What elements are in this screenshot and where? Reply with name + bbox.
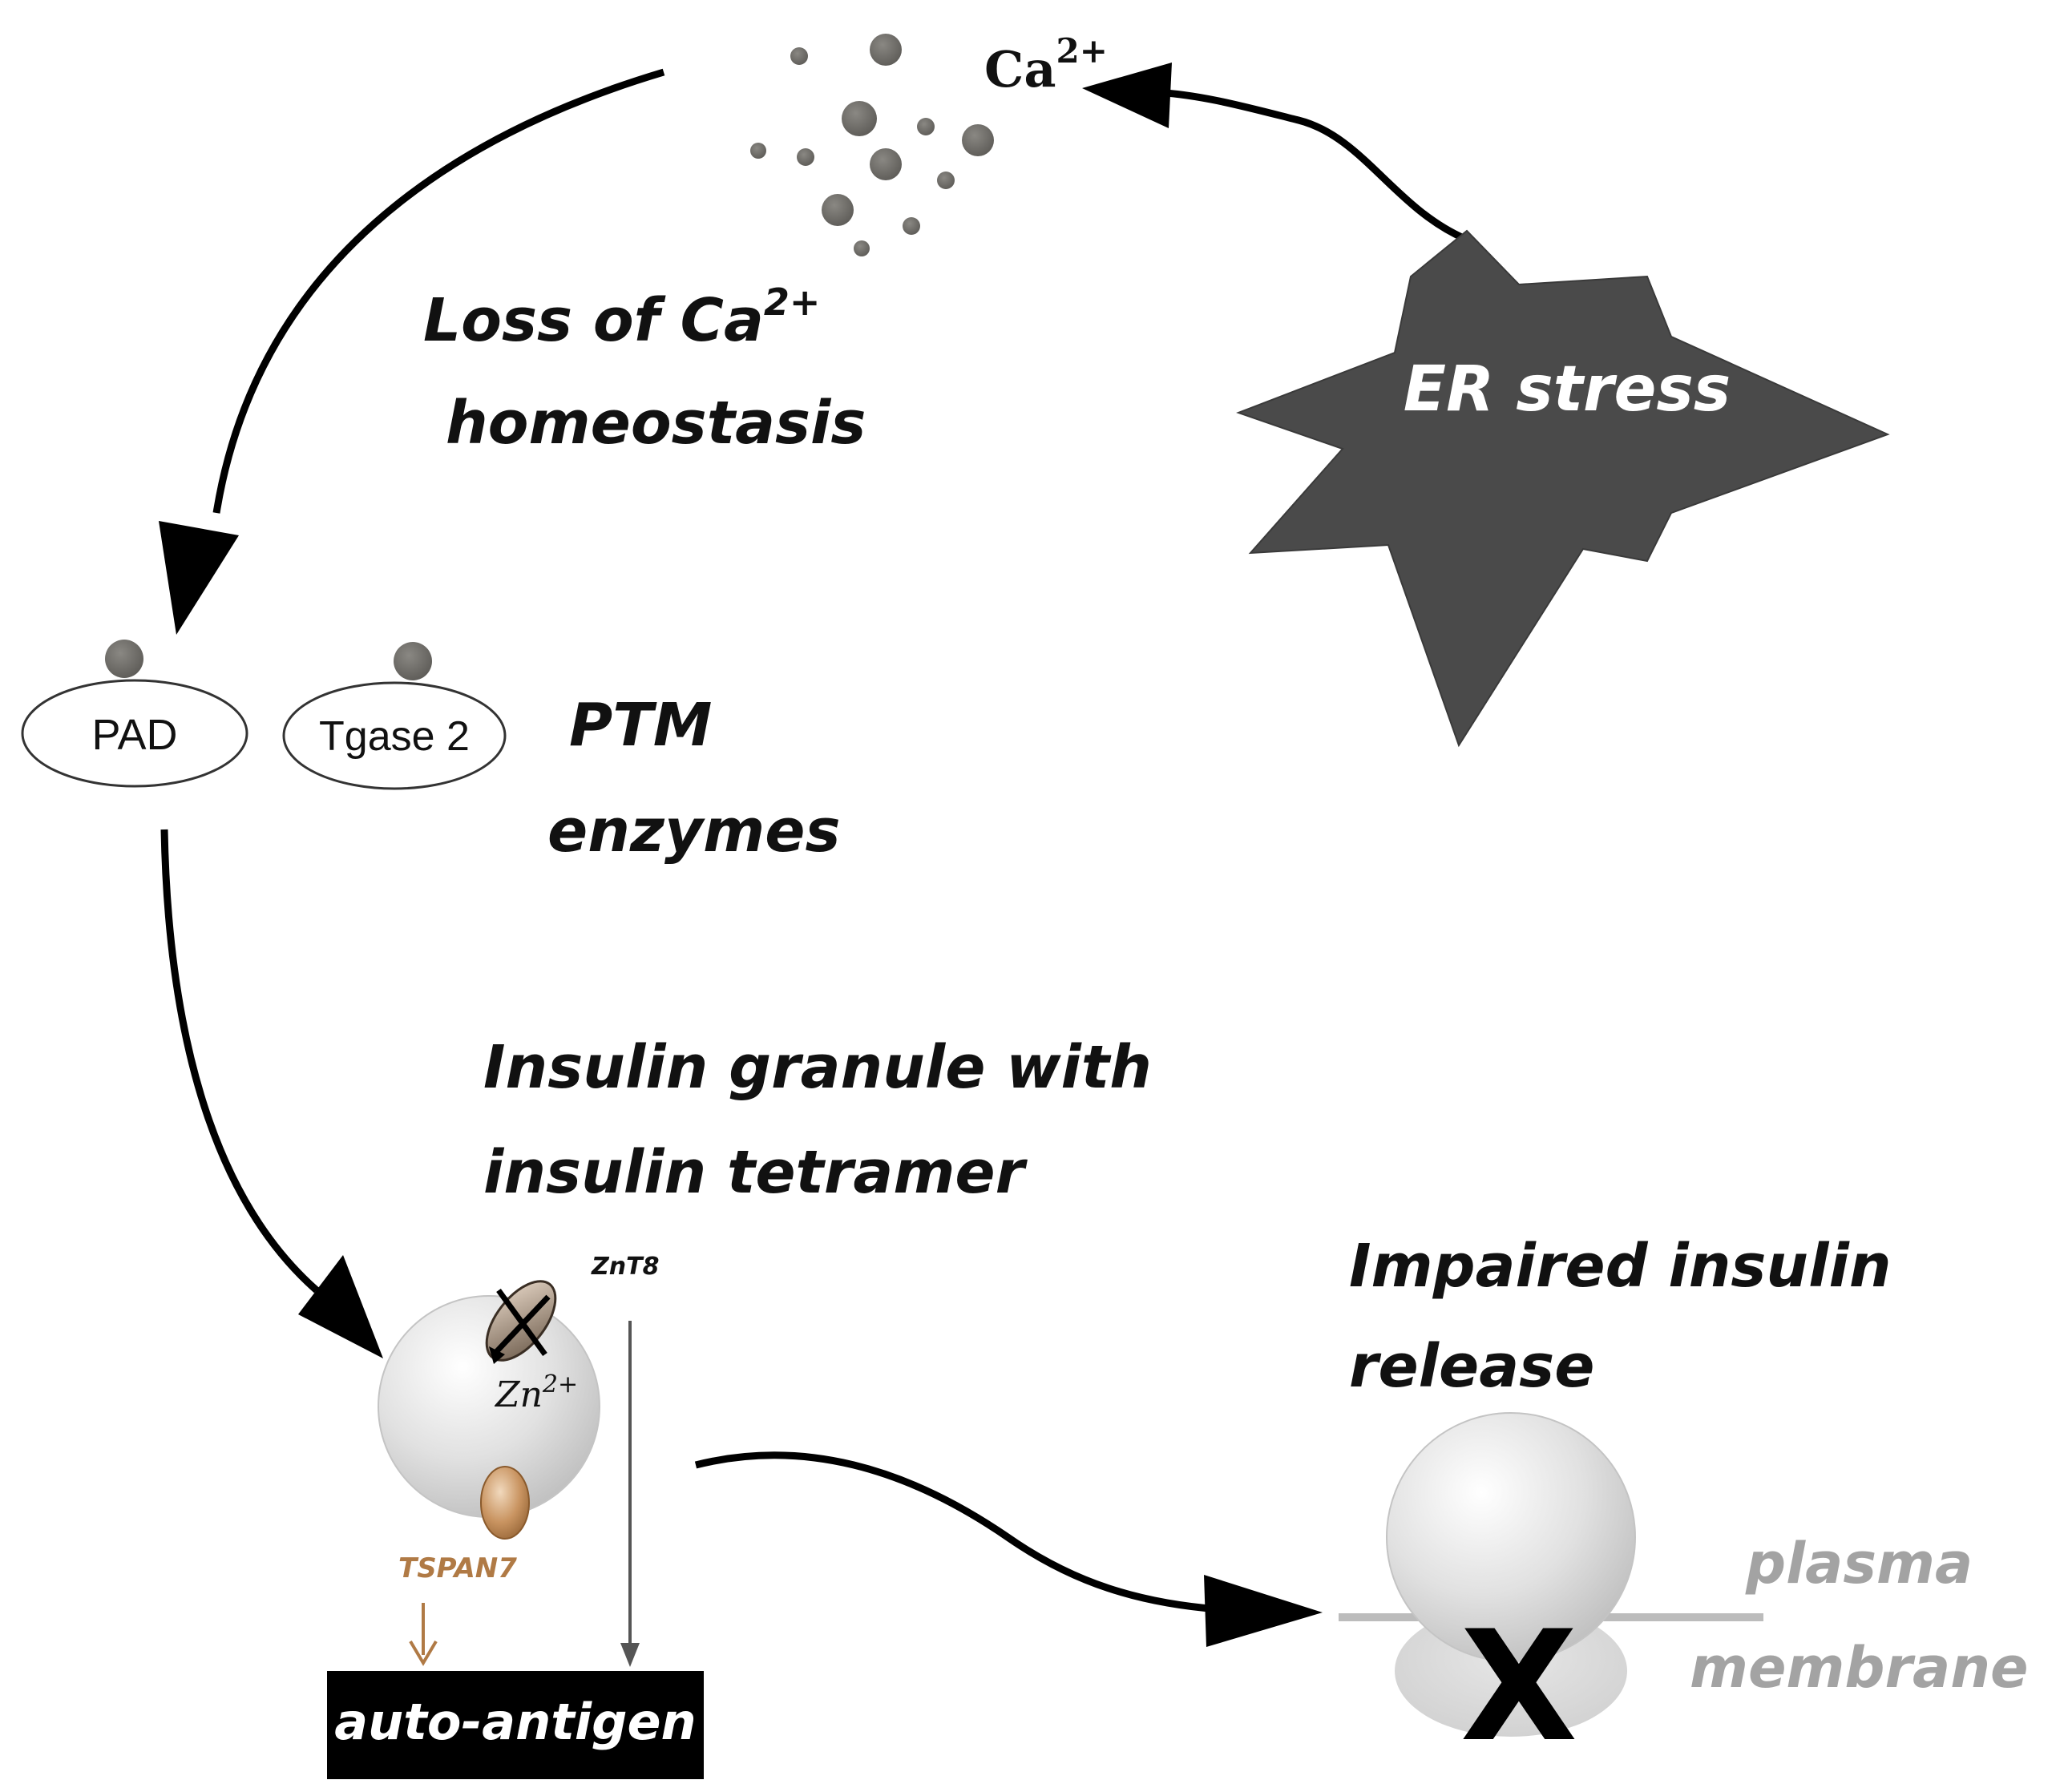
plasma-membrane-label-line1: plasma bbox=[1745, 1531, 1973, 1596]
pad-ellipse bbox=[21, 679, 248, 788]
homeostasis-label: homeostasis bbox=[446, 389, 866, 458]
release-title-line2: release bbox=[1349, 1332, 1594, 1401]
er-stress-label: ER stress bbox=[1404, 353, 1731, 426]
calcium-ion bbox=[870, 148, 902, 180]
er-to-calcium-arrowhead bbox=[1082, 63, 1172, 128]
auto-antigen-box: auto-antigen bbox=[327, 1671, 704, 1779]
granule-to-release-arrow bbox=[694, 1451, 1219, 1613]
enzymes-label: enzymes bbox=[547, 797, 841, 866]
calcium-ion bbox=[822, 194, 854, 226]
zinc-superscript: 2+ bbox=[542, 1370, 578, 1398]
tgase2-label: Tgase 2 bbox=[319, 713, 470, 760]
pad-calcium-ion bbox=[105, 640, 143, 678]
tspan7-protein bbox=[480, 1466, 530, 1540]
calcium-ion bbox=[962, 124, 994, 156]
tgase2-enzyme: Tgase 2 bbox=[282, 642, 507, 790]
znt8-channel bbox=[485, 1280, 557, 1364]
calcium-ion bbox=[842, 101, 877, 136]
pad-to-granule-arrowhead bbox=[298, 1255, 383, 1358]
auto-antigen-label: auto-antigen bbox=[334, 1693, 696, 1751]
calcium-to-pad-arrowhead bbox=[159, 521, 239, 635]
znt8-label: ZnT8 bbox=[591, 1253, 659, 1281]
znt8-block-mark bbox=[493, 1294, 551, 1355]
ptm-label: PTM bbox=[569, 691, 712, 760]
pad-enzyme: PAD bbox=[21, 640, 248, 788]
auto-antigen-background bbox=[327, 1671, 704, 1779]
tspan7-label: TSPAN7 bbox=[398, 1552, 517, 1584]
plasma-membrane-label-line2: membrane bbox=[1690, 1635, 2029, 1701]
granule-to-release-arrowhead bbox=[1204, 1575, 1323, 1647]
calcium-ion bbox=[870, 34, 902, 66]
pad-to-granule-arrow bbox=[160, 829, 319, 1294]
calcium-ion bbox=[917, 118, 935, 135]
er-to-calcium-arrow bbox=[1153, 88, 1467, 243]
calcium-superscript: 2+ bbox=[1056, 31, 1108, 71]
calcium-ion bbox=[854, 240, 870, 256]
loss-of-calcium-label: Loss of Ca2+ bbox=[423, 281, 820, 355]
calcium-ion bbox=[903, 217, 920, 235]
tspan7-to-antigen-arrowhead bbox=[409, 1640, 438, 1666]
docked-granule: X bbox=[1339, 1412, 1763, 1775]
calcium-ion bbox=[790, 47, 808, 65]
granule-title-line2: insulin tetramer bbox=[483, 1138, 1028, 1207]
calcium-ion bbox=[750, 143, 766, 159]
tgase2-calcium-ion bbox=[394, 642, 432, 680]
znt8-to-antigen-arrowhead bbox=[620, 1643, 640, 1667]
calcium-ion bbox=[797, 148, 814, 166]
tgase2-ellipse bbox=[282, 681, 507, 790]
insulin-granule bbox=[378, 1280, 600, 1540]
znt8-flow-arrowhead bbox=[489, 1346, 505, 1364]
calcium-ion bbox=[937, 172, 955, 189]
release-blocked-mark: X bbox=[1460, 1598, 1578, 1775]
calcium-to-pad-arrow bbox=[212, 68, 665, 514]
granule-title-line1: Insulin granule with bbox=[483, 1033, 1152, 1102]
loss-of-calcium-superscript: 2+ bbox=[764, 281, 821, 324]
zinc-label: Zn2+ bbox=[494, 1370, 578, 1415]
er-stress-star bbox=[1236, 229, 1890, 748]
release-title-line1: Impaired insulin bbox=[1349, 1232, 1892, 1301]
calcium-label: Ca2+ bbox=[984, 31, 1108, 99]
docked-granule-sphere bbox=[1386, 1412, 1636, 1662]
pad-label: PAD bbox=[91, 711, 177, 759]
calcium-ion-cluster bbox=[750, 34, 994, 256]
